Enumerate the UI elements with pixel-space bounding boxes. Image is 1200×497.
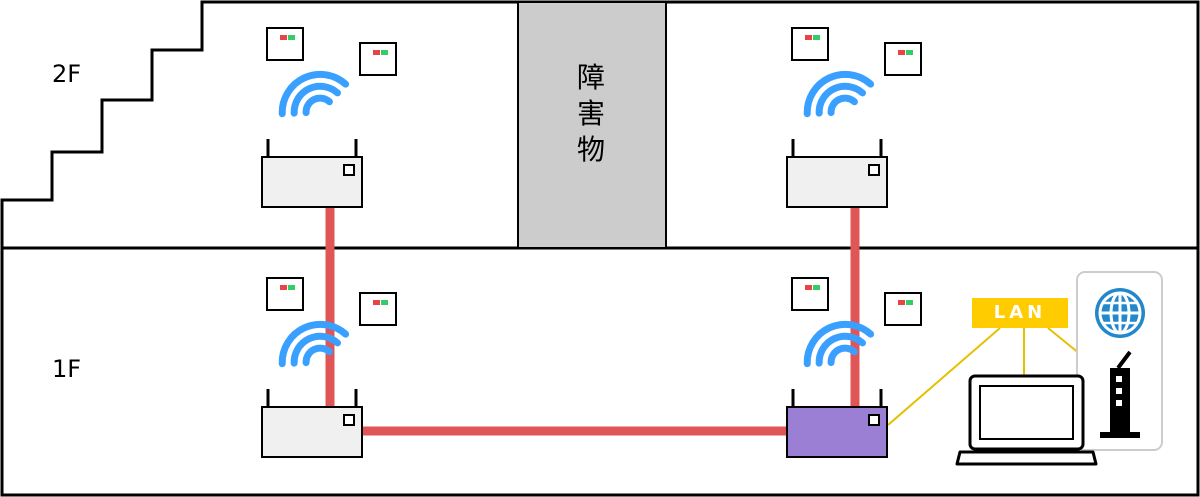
wifi-icon <box>278 70 350 118</box>
device-icon <box>791 277 829 311</box>
device-icon <box>884 42 922 76</box>
wifi-icon <box>803 70 875 118</box>
obstacle-char: 害 <box>576 97 607 130</box>
device-icon <box>359 42 397 76</box>
obstacle-block <box>517 1 667 249</box>
router-icon <box>786 139 888 208</box>
router-icon <box>261 139 363 208</box>
router-icon <box>261 389 363 458</box>
lan-badge: LAN <box>972 298 1068 328</box>
floor-label-1f: 1F <box>52 355 82 383</box>
device-icon <box>266 27 304 61</box>
obstacle-label: 障 害 物 <box>518 60 666 168</box>
wifi-icon <box>803 320 875 368</box>
wired-links <box>325 205 860 436</box>
obstacle-char: 物 <box>576 133 607 166</box>
device-icon <box>791 27 829 61</box>
router-icon <box>786 389 888 458</box>
laptop-icon <box>955 374 1098 466</box>
device-icon <box>266 277 304 311</box>
device-icon <box>359 292 397 326</box>
devices-layer <box>261 27 922 458</box>
globe-icon <box>1095 288 1145 338</box>
wifi-icon <box>278 320 350 368</box>
device-icon <box>884 292 922 326</box>
floor-label-2f: 2F <box>52 60 82 88</box>
modem-icon <box>1100 350 1140 438</box>
obstacle-char: 障 <box>576 61 607 94</box>
